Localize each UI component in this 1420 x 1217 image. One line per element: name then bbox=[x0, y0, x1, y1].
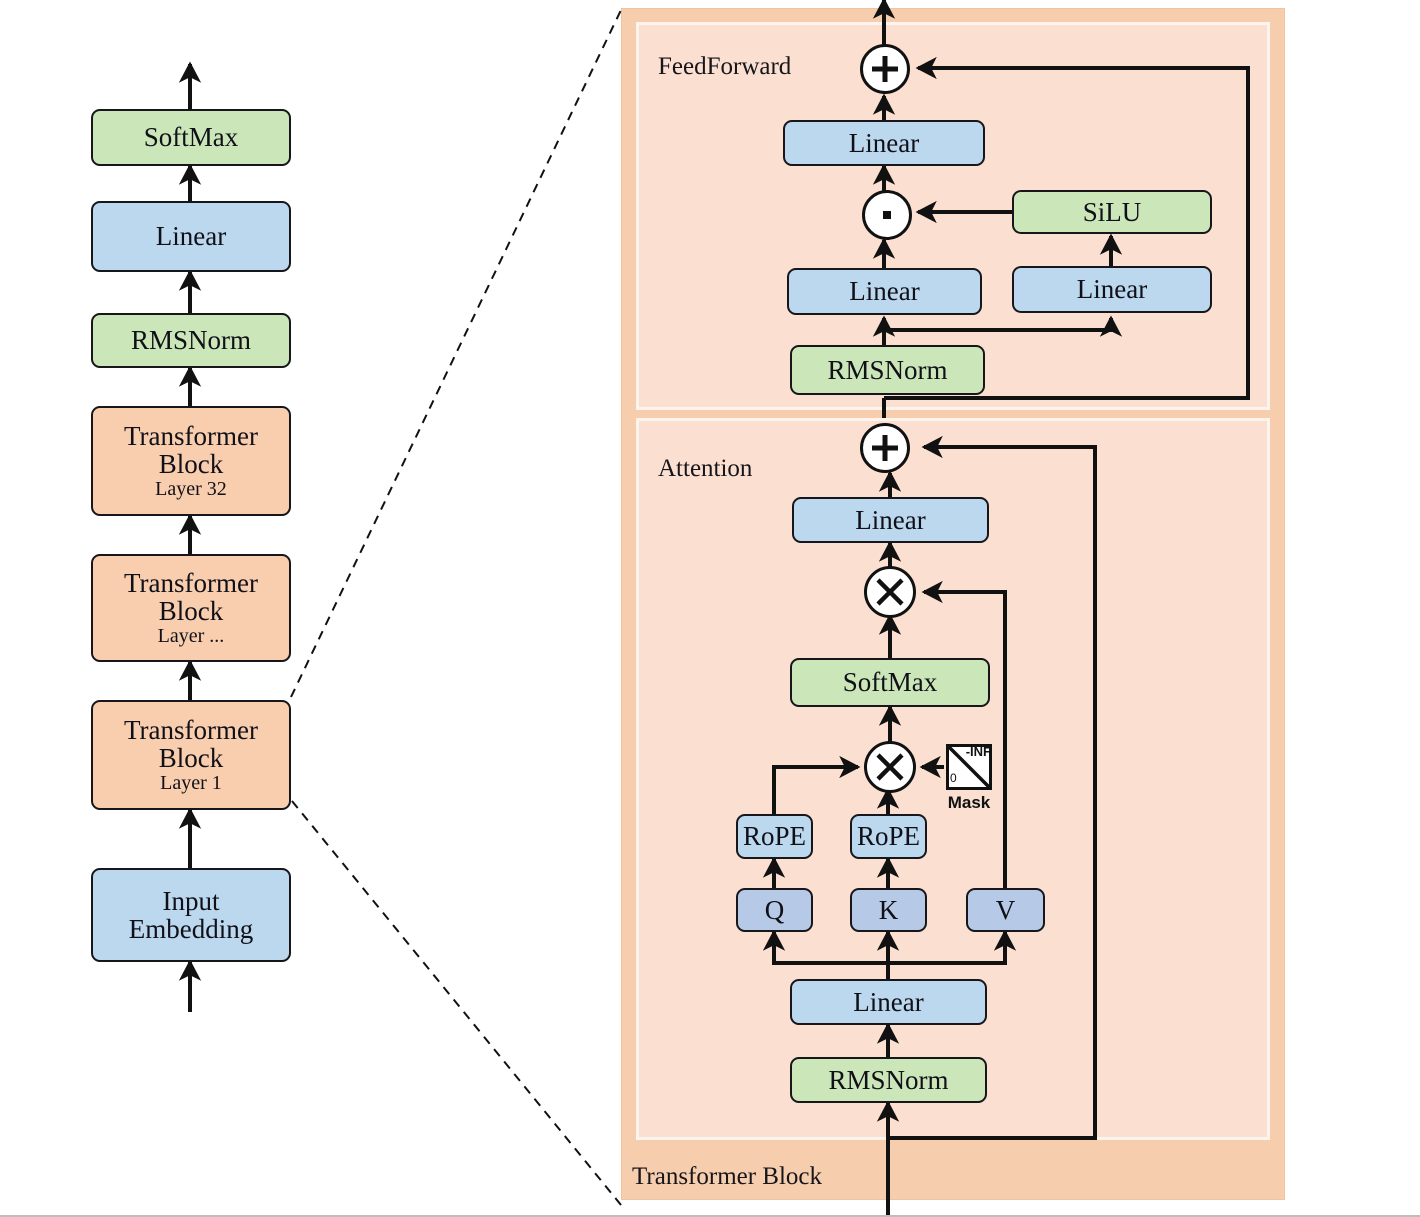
mask-caption: Mask bbox=[947, 793, 991, 812]
node-label: V bbox=[995, 894, 1016, 925]
node-label-line1: Transformer bbox=[124, 420, 258, 451]
node-rmsnorm[interactable]: RMSNorm bbox=[91, 313, 291, 368]
node-label: Linear bbox=[855, 504, 926, 535]
feedforward-label: FeedForward bbox=[658, 53, 792, 80]
node-label: Linear bbox=[849, 276, 920, 307]
feedforward-rmsnorm[interactable]: RMSNorm bbox=[790, 345, 985, 395]
attention-rmsnorm[interactable]: RMSNorm bbox=[790, 1057, 987, 1103]
node-label: RMSNorm bbox=[828, 1064, 949, 1095]
node-label: RoPE bbox=[856, 821, 921, 852]
node-label: Linear bbox=[848, 127, 920, 158]
node-label-line2: Block bbox=[158, 743, 224, 773]
attention-key[interactable]: K bbox=[850, 888, 927, 932]
node-label-line1: Input bbox=[162, 885, 220, 916]
feedforward-gate-linear[interactable]: Linear bbox=[1012, 266, 1212, 313]
node-label-line2: Block bbox=[158, 596, 224, 626]
attention-qkv-linear[interactable]: Linear bbox=[790, 979, 987, 1025]
attention-add-node[interactable] bbox=[860, 423, 910, 473]
node-label: Linear bbox=[155, 221, 227, 252]
node-transformer-block-layer-dots[interactable]: Transformer Block Layer ... bbox=[91, 554, 291, 662]
attention-rope-query[interactable]: RoPE bbox=[736, 814, 813, 859]
attention-matmul-qk-node[interactable] bbox=[864, 741, 916, 793]
plus-icon bbox=[872, 435, 898, 461]
node-label: RMSNorm bbox=[827, 354, 948, 385]
feedforward-up-linear[interactable]: Linear bbox=[787, 268, 982, 315]
attention-matmul-value-node[interactable] bbox=[864, 566, 916, 618]
dot-product-icon bbox=[883, 211, 891, 219]
node-label: RoPE bbox=[742, 821, 807, 852]
node-label: K bbox=[878, 894, 899, 925]
node-sublabel: Layer 1 bbox=[160, 772, 222, 795]
attention-softmax[interactable]: SoftMax bbox=[790, 658, 990, 707]
node-sublabel: Layer ... bbox=[157, 625, 225, 648]
node-sublabel: Layer 32 bbox=[155, 478, 227, 501]
node-softmax[interactable]: SoftMax bbox=[91, 109, 291, 166]
plus-icon bbox=[872, 56, 898, 82]
node-label-line2: Block bbox=[158, 449, 224, 479]
node-linear[interactable]: Linear bbox=[91, 201, 291, 272]
attention-label: Attention bbox=[658, 455, 753, 482]
attention-output-linear[interactable]: Linear bbox=[792, 497, 989, 543]
node-label-line2: Embedding bbox=[128, 914, 254, 944]
multiply-icon bbox=[876, 578, 904, 606]
zoom-line-lower bbox=[291, 800, 622, 1206]
transformer-block-label: Transformer Block bbox=[632, 1163, 823, 1190]
attention-rope-key[interactable]: RoPE bbox=[850, 814, 927, 859]
node-label: SoftMax bbox=[143, 122, 239, 153]
node-label-line1: Transformer bbox=[124, 714, 258, 745]
node-label: SoftMax bbox=[842, 667, 938, 698]
node-label: RMSNorm bbox=[130, 325, 252, 356]
attention-query[interactable]: Q bbox=[736, 888, 813, 932]
node-transformer-block-layer-1[interactable]: Transformer Block Layer 1 bbox=[91, 700, 291, 810]
feedforward-add-node[interactable] bbox=[860, 44, 910, 94]
feedforward-multiply-node[interactable] bbox=[862, 190, 912, 240]
node-label: Linear bbox=[853, 986, 924, 1017]
node-transformer-block-layer-32[interactable]: Transformer Block Layer 32 bbox=[91, 406, 291, 516]
node-label: Q bbox=[764, 894, 785, 925]
attention-mask[interactable]: -INF 0 Mask bbox=[946, 744, 992, 812]
multiply-icon bbox=[876, 753, 904, 781]
zoom-line-upper bbox=[290, 9, 622, 698]
node-label-line1: Transformer bbox=[124, 567, 258, 598]
node-label: SiLU bbox=[1082, 196, 1142, 227]
node-label: Linear bbox=[1076, 274, 1148, 305]
attention-value[interactable]: V bbox=[966, 888, 1045, 932]
mask-zero-label: 0 bbox=[950, 771, 957, 785]
feedforward-output-linear[interactable]: Linear bbox=[783, 120, 985, 166]
mask-neg-inf-label: -INF bbox=[965, 744, 991, 759]
feedforward-silu[interactable]: SiLU bbox=[1012, 190, 1212, 234]
node-input-embedding[interactable]: Input Embedding bbox=[91, 868, 291, 962]
